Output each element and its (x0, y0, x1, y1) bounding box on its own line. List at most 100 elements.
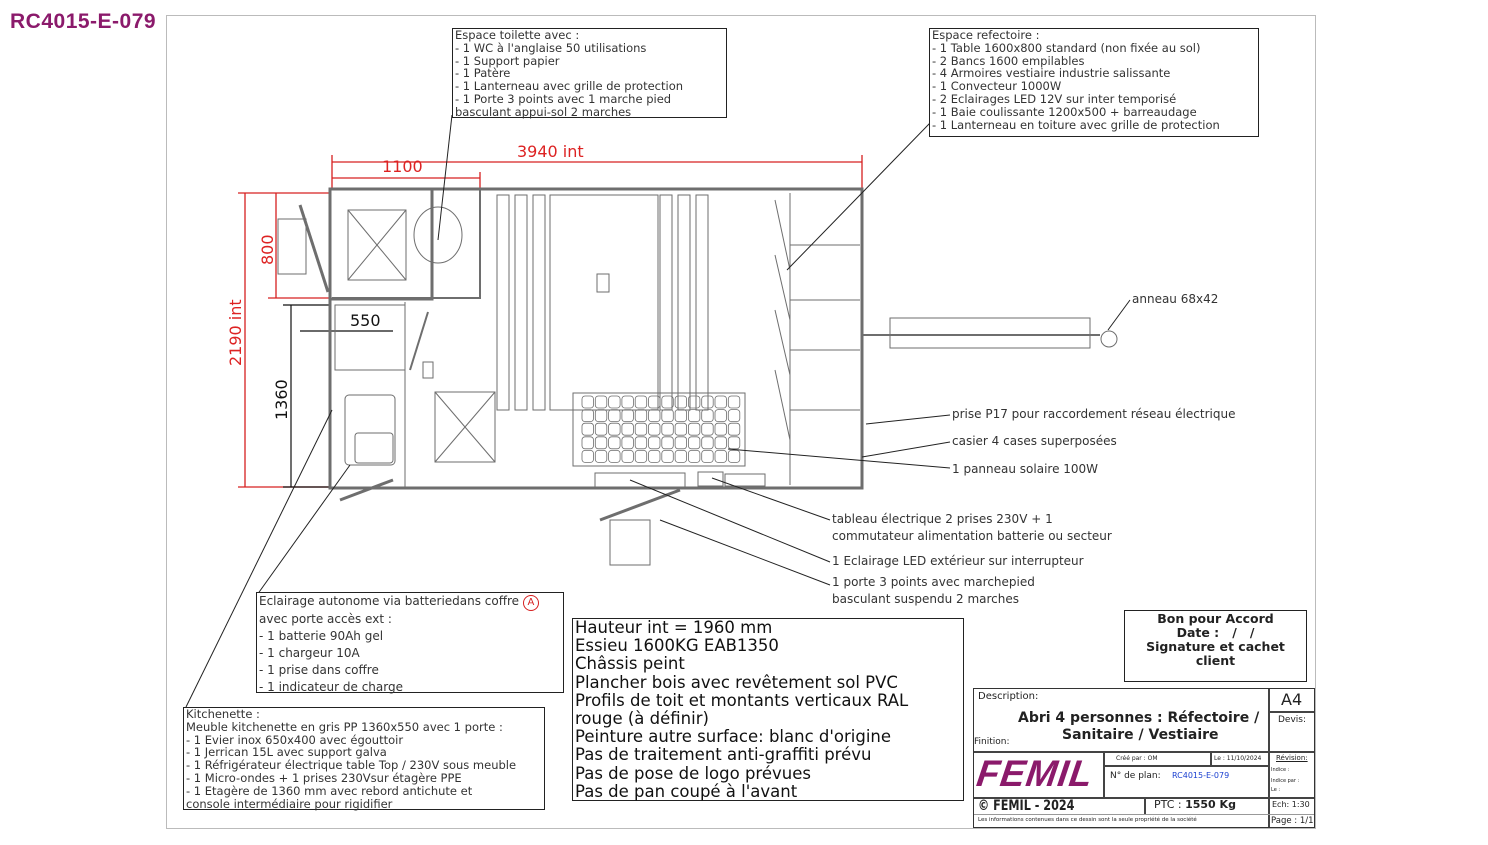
dimension-length-int: 3940 int (517, 142, 584, 161)
box-line: - 1 Support papier (455, 53, 560, 68)
scale: Ech: 1:30 (1272, 800, 1310, 809)
solar-cell (661, 422, 674, 436)
solar-cell (674, 395, 687, 409)
box-line: - 1 Lanterneau avec grille de protection (455, 79, 684, 94)
solar-cell (661, 409, 674, 423)
approval-date: Date : / / (1176, 625, 1255, 640)
ptc: PTC : 1550 Kg (1154, 798, 1236, 811)
finition-label: Finition: (974, 737, 1010, 747)
annotation-porte-1: 1 porte 3 points avec marchepied (832, 575, 1035, 589)
created-date: Le : 11/10/2024 (1214, 755, 1262, 762)
solar-cell (714, 409, 727, 423)
solar-cell (621, 395, 634, 409)
solar-cell (608, 436, 621, 450)
dimension-lines (238, 155, 863, 488)
plan-number-label: N° de plan: (1110, 771, 1161, 781)
solar-cell (674, 422, 687, 436)
spec-line: Châssis peint (575, 654, 685, 674)
solar-cell (608, 409, 621, 423)
box-line: - 1 Etagère de 1360 mm avec rebord antic… (186, 783, 473, 798)
dimension-toilet-length: 1100 (382, 157, 423, 176)
femil-logo: FEMIL (974, 753, 1096, 794)
annotation-tableau-2: commutateur alimentation batterie ou sec… (832, 529, 1112, 543)
box-title: Kitchenette : (186, 707, 260, 721)
solar-cell (608, 449, 621, 463)
box-line: - 1 Jerrican 15L avec support galva (186, 745, 387, 760)
annotation-panneau: 1 panneau solaire 100W (952, 462, 1099, 476)
solar-cell (688, 449, 701, 463)
solar-cell (634, 422, 648, 436)
solar-cell (674, 409, 687, 423)
solar-cell (727, 409, 741, 423)
spec-line: Pas de traitement anti-graffiti prévu (575, 745, 872, 765)
ptc-label: PTC : (1154, 798, 1182, 811)
solar-cell (581, 422, 594, 436)
solar-cell (714, 395, 727, 409)
solar-cell (608, 395, 621, 409)
solar-cell (621, 422, 634, 436)
format-label: A4 (1281, 690, 1303, 709)
solar-cell (661, 449, 674, 463)
spec-line: Pas de pose de logo prévues (575, 763, 811, 783)
annotation-eclairage-led: 1 Eclairage LED extérieur sur interrupte… (832, 554, 1084, 568)
solar-cell (621, 409, 634, 423)
solar-cell (621, 436, 634, 450)
spec-line: Plancher bois avec revêtement sol PVC (575, 672, 898, 692)
solar-cell (648, 395, 661, 409)
solar-cell (661, 395, 674, 409)
solar-cell (608, 422, 621, 436)
solar-cell (727, 395, 741, 409)
floor-plan-structure (277, 187, 1118, 566)
solar-cell (634, 409, 648, 423)
solar-cell (581, 395, 594, 409)
plan-number: RC4015-E-079 (1172, 771, 1230, 780)
solar-cell (648, 449, 661, 463)
approval-title: Bon pour Accord (1157, 611, 1274, 626)
copyright: © FEMIL - 2024 (978, 798, 1075, 814)
annotation-anneau: anneau 68x42 (1132, 292, 1219, 306)
dimension-kitchen-length: 1360 (272, 379, 291, 420)
solar-cell (714, 449, 727, 463)
solar-cell (701, 395, 714, 409)
box-line: - 1 Baie coulissante 1200x500 + barreaud… (932, 104, 1197, 119)
solar-cell (701, 436, 714, 450)
box-title: Eclairage autonome via batteriedans coff… (259, 594, 520, 608)
solar-cell (594, 409, 608, 423)
box-line: - 1 Table 1600x800 standard (non fixée a… (932, 40, 1201, 55)
ownership-notice: Les informations contenues dans ce dessi… (978, 817, 1197, 823)
spec-line: Hauteur int = 1960 mm (575, 618, 773, 637)
dimension-kitchen-depth: 550 (350, 311, 381, 330)
battery-lighting-box: Eclairage autonome via batteriedans coff… (256, 592, 564, 694)
description-label: Description: (978, 691, 1039, 702)
solar-cell (674, 436, 687, 450)
spec-line: Profils de toit et montants verticaux RA… (575, 690, 909, 710)
box-line: - 1 WC à l'anglaise 50 utilisations (455, 40, 647, 55)
solar-cell (634, 449, 648, 463)
annotation-prise: prise P17 pour raccordement réseau élect… (952, 407, 1236, 421)
created-by: Créé par : OM (1116, 755, 1158, 762)
solar-cell (594, 449, 608, 463)
solar-cell (727, 422, 741, 436)
box-line: - 1 Porte 3 points avec 1 marche pied (455, 91, 672, 106)
annotation-tableau-1: tableau électrique 2 prises 230V + 1 (832, 512, 1053, 526)
box-line: - 2 Bancs 1600 empilables (932, 53, 1085, 68)
box-line: - 4 Armoires vestiaire industrie salissa… (932, 66, 1171, 81)
box-line: Meuble kitchenette en gris PP 1360x550 a… (186, 719, 503, 734)
approval-signature-box: Bon pour Accord Date : / / Signature et … (1124, 610, 1307, 682)
solar-cell (714, 436, 727, 450)
leader-lines (185, 114, 1131, 708)
box-line: basculant appui-sol 2 marches (455, 104, 632, 119)
solar-cell (701, 449, 714, 463)
solar-cell (674, 449, 687, 463)
box-line: - 1 Réfrigérateur électrique table Top /… (186, 758, 517, 773)
box-line: - 1 Micro-ondes + 1 prises 230Vsur étagè… (186, 770, 462, 785)
solar-cell (648, 409, 661, 423)
ptc-value: 1550 Kg (1185, 798, 1236, 811)
marker-a-circle: A (522, 595, 539, 611)
solar-cell (581, 409, 594, 423)
spec-line: Peinture autre surface: blanc d'origine (575, 727, 892, 747)
title-block: Description: Abri 4 personnes : Réfectoi… (973, 688, 1315, 828)
spec-line: rouge (à définir) (575, 709, 709, 729)
box-line: avec porte accès ext : (259, 612, 392, 626)
box-title: Espace toilette avec : (455, 28, 580, 42)
